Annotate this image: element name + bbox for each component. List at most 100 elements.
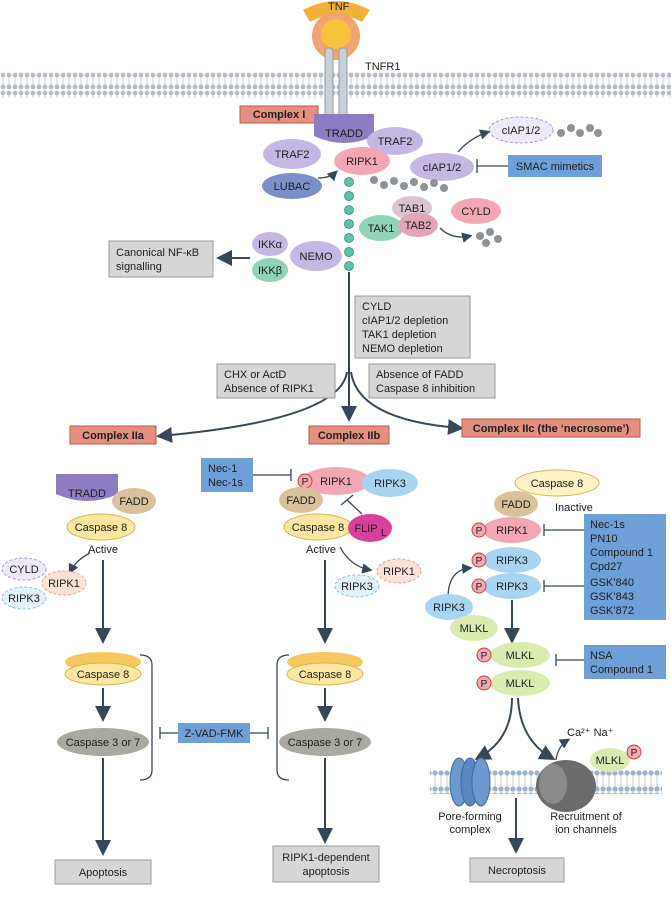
p-iib-label: P bbox=[302, 477, 309, 488]
ripk1-apoptosis-box bbox=[272, 845, 380, 883]
lubac bbox=[262, 173, 322, 199]
nec1-inhibition bbox=[253, 469, 292, 481]
flip-inhibition bbox=[340, 494, 363, 515]
necroptosis-label: Necroptosis bbox=[488, 865, 547, 877]
ripk1-iia bbox=[41, 570, 87, 596]
zvad-inhibit-right bbox=[250, 727, 269, 739]
apoptosis-label: Apoptosis bbox=[79, 867, 128, 879]
active-iib-label: Active bbox=[306, 544, 336, 556]
p-ripk3-a bbox=[471, 552, 487, 568]
p-ripk3-b-label: P bbox=[476, 582, 483, 593]
ripk3-iib-free-label: RIPK3 bbox=[341, 581, 373, 593]
p-ripk1-iic bbox=[471, 522, 487, 538]
pore-forming-complex bbox=[449, 757, 491, 807]
tak1-label: TAK1 bbox=[368, 223, 395, 235]
ciap-top-label: cIAP1/2 bbox=[502, 125, 541, 137]
ripk3-iic-a bbox=[483, 547, 541, 573]
inh3-1: Compound 1 bbox=[590, 664, 653, 676]
nec1-line2: Nec-1s bbox=[208, 477, 243, 489]
cond-top-0: CYLD bbox=[362, 301, 391, 313]
nemo bbox=[290, 241, 342, 271]
tnf-label: TNF bbox=[328, 1, 350, 13]
caspase8-iib-label: Caspase 8 bbox=[292, 522, 345, 534]
complex-iib-box bbox=[308, 425, 390, 445]
smac-mimetics-label: SMAC mimetics bbox=[516, 161, 595, 173]
ripk1-apoptosis-line2: apoptosis bbox=[302, 866, 350, 878]
ikkb bbox=[252, 258, 288, 282]
p-mlkl-membrane bbox=[626, 744, 642, 760]
smac-inhibition bbox=[476, 159, 508, 173]
zvad-box bbox=[178, 723, 250, 743]
cond-left-0: CHX or ActD bbox=[224, 369, 286, 381]
cond-top-2: TAK1 depletion bbox=[362, 329, 436, 341]
fadd-iia-label: FADD bbox=[119, 496, 148, 508]
tradd-iia-label: TRADD bbox=[68, 488, 106, 500]
ripk3-iia-label: RIPK3 bbox=[8, 593, 40, 605]
mlkl-iic-c-label: MLKL bbox=[506, 678, 535, 690]
cyld-iia bbox=[1, 557, 47, 581]
cond-right-1: Caspase 8 inhibition bbox=[376, 383, 475, 395]
inh1-3: Cpd27 bbox=[590, 561, 622, 573]
p-mlkl-membrane-label: P bbox=[631, 748, 638, 759]
iia-bracket bbox=[139, 654, 153, 781]
iib-cleave-arrow bbox=[339, 546, 373, 574]
inh1-0: Nec-1s bbox=[590, 519, 625, 531]
conditions-left-box bbox=[216, 363, 336, 399]
cyld-complex-i-label: CYLD bbox=[461, 206, 490, 218]
cyld-arrow bbox=[439, 227, 473, 243]
p-mlkl-b-label: P bbox=[481, 651, 488, 662]
inh3-0: NSA bbox=[590, 650, 613, 662]
tnf-ligand bbox=[303, 1, 370, 60]
recruit-line2: ion channels bbox=[555, 824, 617, 836]
tab1-label: TAB1 bbox=[399, 203, 426, 215]
ripk1-iib-free-label: RIPK1 bbox=[383, 566, 415, 578]
ciap-mid-label: cIAP1/2 bbox=[423, 162, 462, 174]
inactive-label: Inactive bbox=[555, 502, 593, 514]
degradation-arrow bbox=[457, 129, 491, 153]
mlkl-iic-b-label: MLKL bbox=[506, 650, 535, 662]
ripk1-iic-label: RIPK1 bbox=[496, 525, 528, 537]
ripk1-iia-label: RIPK1 bbox=[48, 578, 80, 590]
mlkl-iic-a bbox=[450, 615, 498, 641]
inh1-1: PN10 bbox=[590, 533, 618, 545]
caspase37-iia bbox=[57, 728, 149, 756]
linear-ubiquitin-chain bbox=[344, 177, 354, 271]
ripk1-complex-i bbox=[334, 147, 390, 175]
ikka-label: IKKα bbox=[258, 239, 283, 251]
ripk3-iia bbox=[1, 586, 47, 610]
branch-to-iic bbox=[350, 371, 464, 436]
inh2-box bbox=[584, 572, 666, 620]
inh2-line bbox=[543, 580, 584, 592]
ripk1-iic bbox=[483, 517, 541, 543]
complex-iib-title: Complex IIb bbox=[318, 430, 381, 442]
ion-channel bbox=[536, 760, 596, 812]
to-pore-arrow bbox=[474, 697, 513, 760]
mlkl-membrane-label: MLKL bbox=[596, 755, 625, 767]
mlkl-iic-a-label: MLKL bbox=[460, 623, 489, 635]
caspase8-iia-label: Caspase 8 bbox=[75, 522, 128, 534]
cond-top-1: cIAP1/2 depletion bbox=[362, 315, 448, 327]
p-mlkl-c-label: P bbox=[481, 679, 488, 690]
nfkb-line2: signalling bbox=[116, 261, 162, 273]
branch-to-iia bbox=[156, 371, 348, 443]
inh1-2: Compound 1 bbox=[590, 547, 653, 559]
p-mlkl-c bbox=[476, 675, 492, 691]
ikka bbox=[252, 232, 288, 256]
mlkl-iic-b bbox=[490, 642, 550, 668]
ripk1-iib-free bbox=[376, 558, 422, 584]
caspase37-iia-label: Caspase 3 or 7 bbox=[66, 737, 141, 749]
caspase37-iib bbox=[279, 728, 371, 756]
mlkl-membrane bbox=[590, 748, 630, 772]
zvad-inhibit-left bbox=[159, 727, 178, 739]
fadd-iib bbox=[279, 487, 323, 513]
ubiquitin-chain-top bbox=[557, 124, 602, 137]
traf2-left bbox=[263, 139, 321, 169]
recruit-line1: Recruitment of bbox=[550, 811, 622, 823]
caspase8-iia-b-label: Caspase 8 bbox=[77, 669, 130, 681]
ripk3-iic-b-label: RIPK3 bbox=[496, 581, 528, 593]
nemo-label: NEMO bbox=[300, 251, 333, 263]
cond-right-0: Absence of FADD bbox=[376, 369, 463, 381]
p-ripk3-b bbox=[471, 578, 487, 594]
pore-line2: complex bbox=[450, 824, 491, 836]
